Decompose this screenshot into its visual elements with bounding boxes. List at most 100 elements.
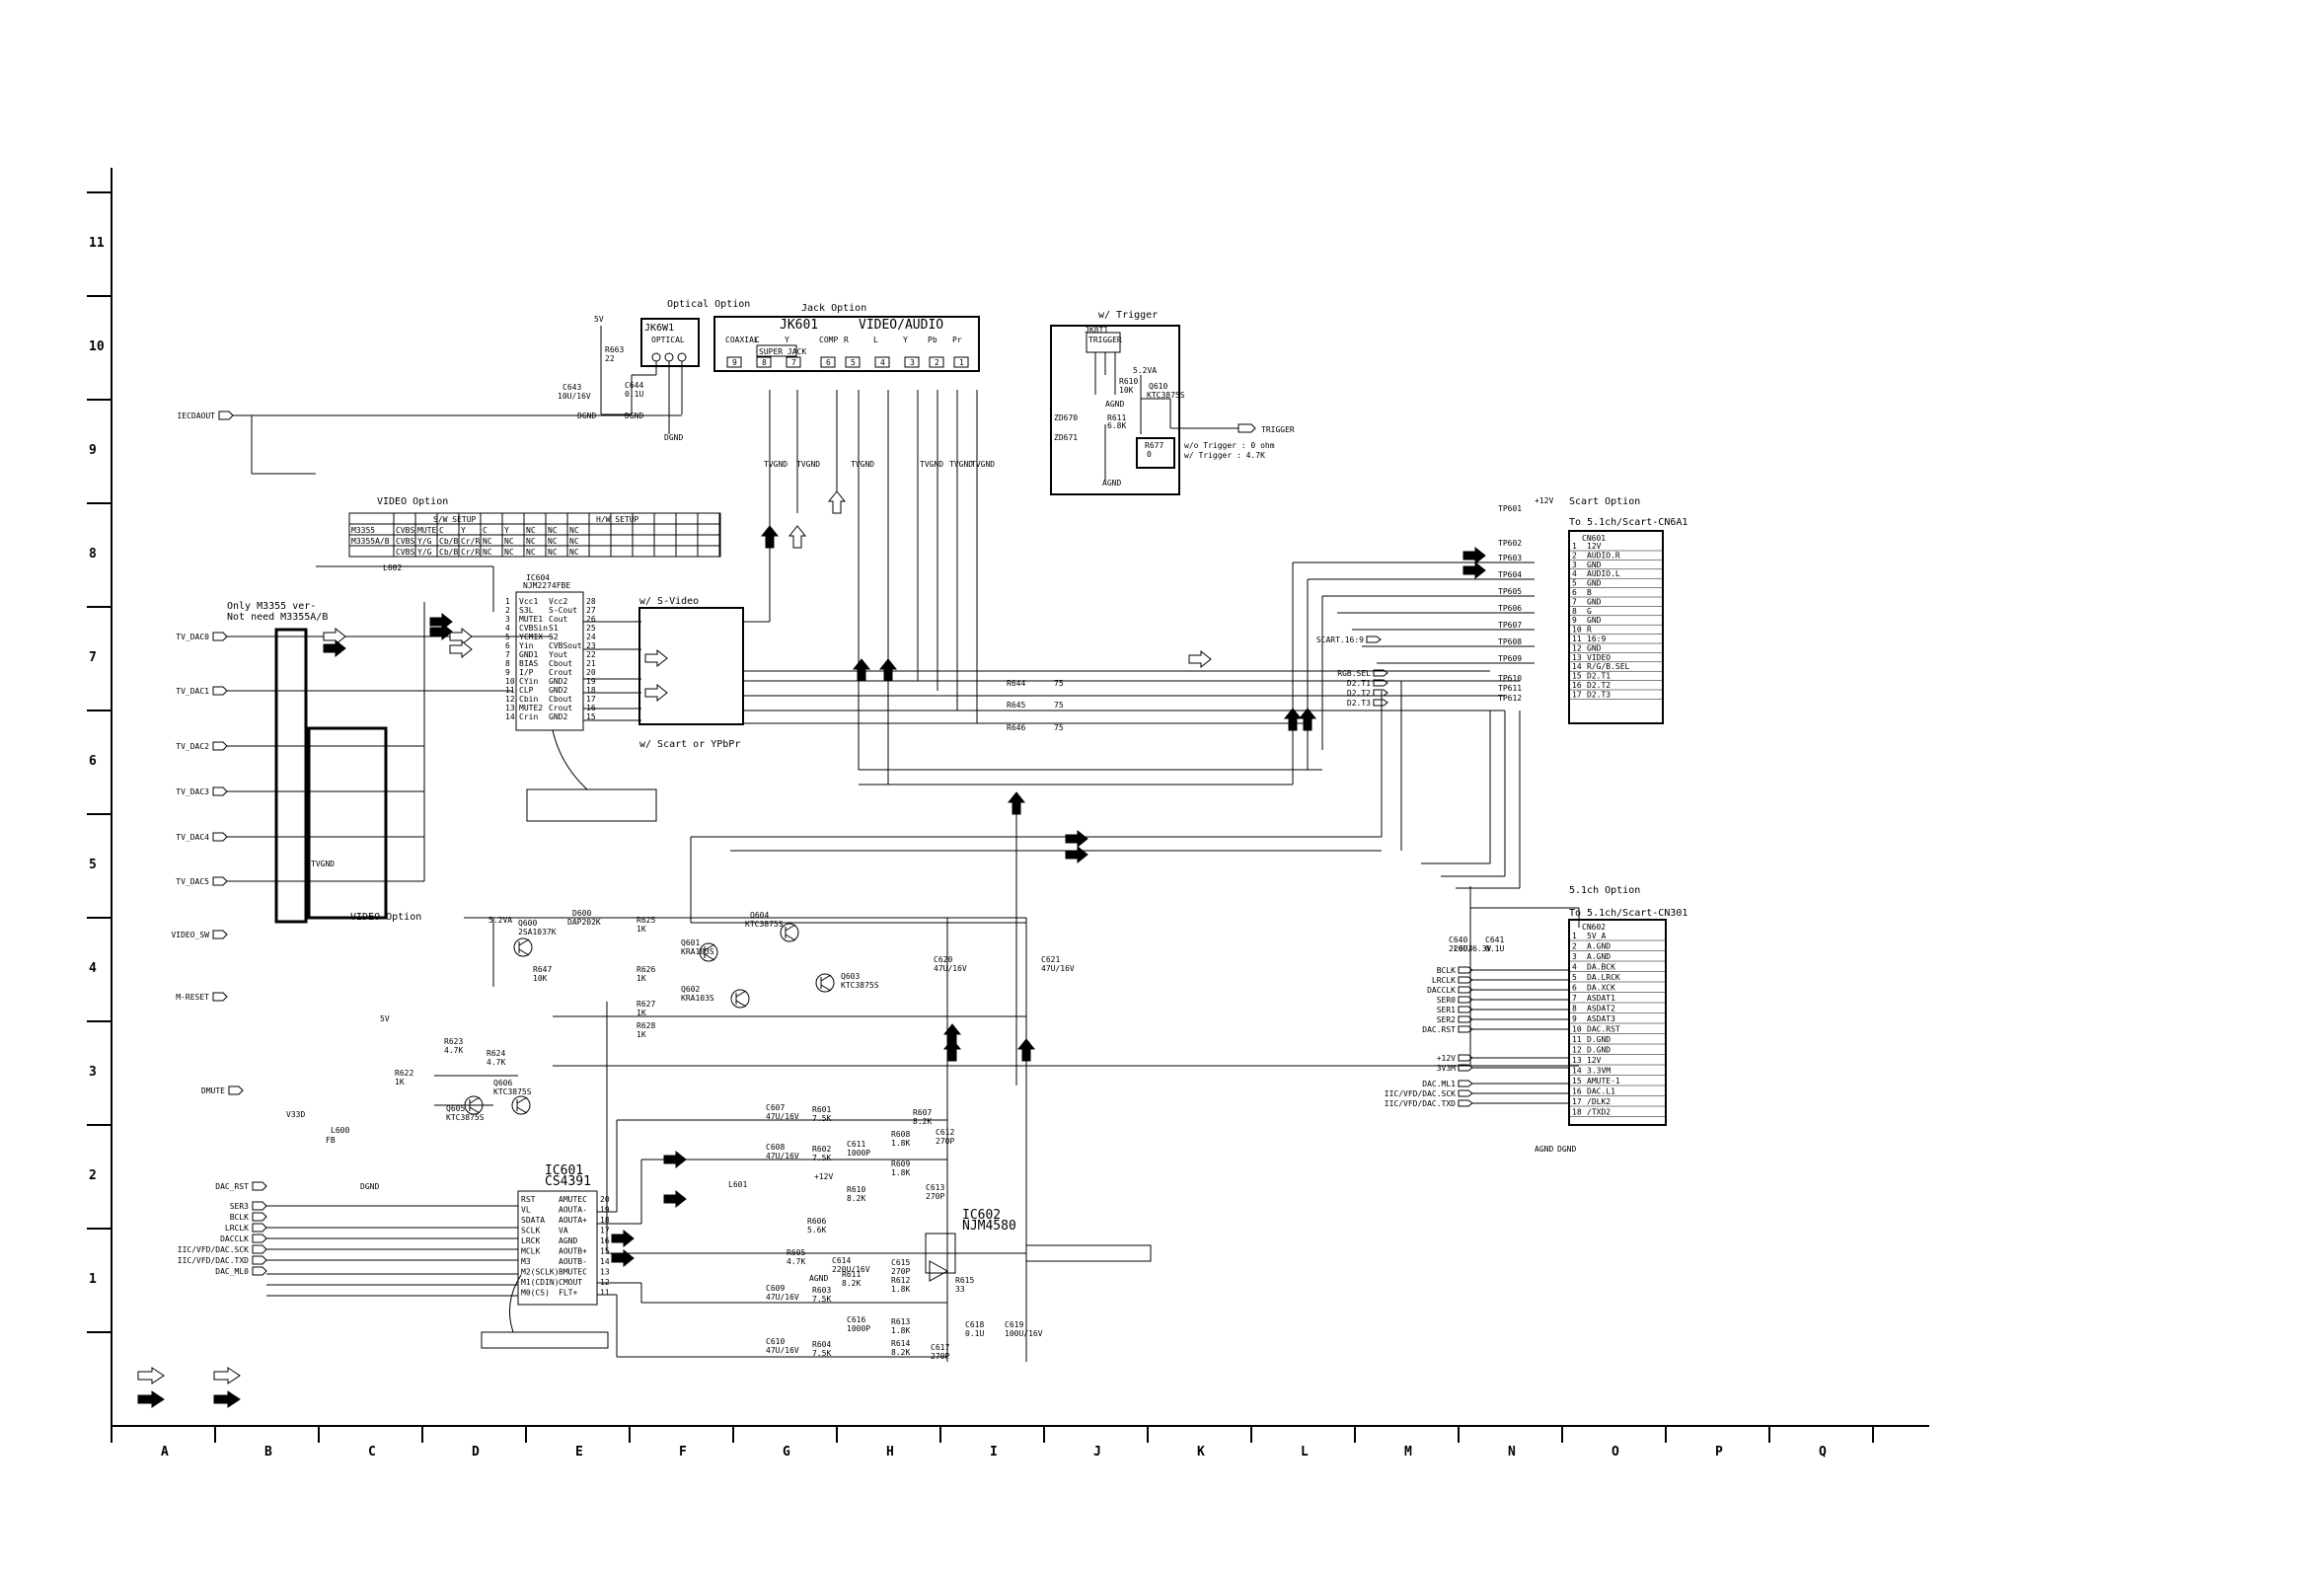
ic604-right-pin-number: 24 xyxy=(586,633,596,641)
dgnd-2: DGND xyxy=(625,412,643,420)
resistor-label: 1K xyxy=(637,925,646,934)
video-option-title: VIDEO Option xyxy=(377,496,448,507)
transistor-collector xyxy=(704,943,715,951)
jack-pin-number: 1 xyxy=(959,358,964,367)
scart-pin-label: 16:9 xyxy=(1587,635,1606,643)
ch51-input-label: 3V3M xyxy=(1437,1064,1456,1073)
transistor-label: Q605 xyxy=(446,1104,465,1113)
svg-text:10K: 10K xyxy=(1119,386,1134,395)
port-label: TV_DAC2 xyxy=(176,742,209,751)
svg-text:R677: R677 xyxy=(1145,441,1163,450)
ic604-left-pin-number: 3 xyxy=(505,615,510,624)
ic604-right-pin: Cout xyxy=(549,615,567,624)
scart-connector: Scart Option To 5.1ch/Scart-CN6A1 +12V C… xyxy=(1316,496,1687,724)
port-label: IIC/VFD/DAC.TXD xyxy=(178,1256,249,1265)
ic601-right-pin-number: 18 xyxy=(600,1216,610,1225)
jack-pin-label: Y xyxy=(785,336,789,344)
supply-label: AGND xyxy=(809,1274,828,1283)
col-label: I xyxy=(990,1445,998,1460)
ic604-left-pin-number: 8 xyxy=(505,659,510,668)
signal-arrow xyxy=(1065,845,1088,864)
ic604-right-pin-number: 22 xyxy=(586,650,596,659)
signal-arrow xyxy=(760,525,780,549)
video-table-cell: Y/G xyxy=(417,537,432,546)
transistor-label: Q603 xyxy=(841,972,860,981)
ic601-right-pin-number: 11 xyxy=(600,1289,610,1298)
signal-arrow xyxy=(1188,649,1212,669)
ic604-right-pin-number: 25 xyxy=(586,624,596,633)
supply-label: L600 xyxy=(331,1126,349,1135)
port-label: DAC_ML0 xyxy=(215,1267,249,1276)
ic604-left-pin: Vcc1 xyxy=(519,597,538,606)
jack-option-block: Jack Option JK601 VIDEO/AUDIO SUPER JACK… xyxy=(713,303,995,469)
resistor-label: 8.2K xyxy=(847,1194,865,1203)
note-s-video: w/ S-Video xyxy=(639,596,699,607)
video-option-box xyxy=(307,726,388,920)
scart-pin-number: 6 xyxy=(1572,588,1577,597)
video-table-cell: NC xyxy=(526,526,536,535)
c644: C644 xyxy=(625,381,643,390)
trigger-title: w/ Trigger xyxy=(1098,310,1158,321)
scart-testpoint: TP606 xyxy=(1498,604,1522,613)
ic602-ref: IC602 xyxy=(962,1208,1001,1223)
trigger-block: w/ Trigger JK8T1 TRIGGER 5.2VA R610 10K … xyxy=(1050,310,1295,495)
scart-pin-number: 17 xyxy=(1572,690,1582,699)
ic604-left-pin-number: 12 xyxy=(505,695,515,704)
scart-pin-label: R/G/B.SEL xyxy=(1587,662,1630,671)
capacitor-label: C613 xyxy=(926,1183,944,1192)
port-label: TV_DAC0 xyxy=(176,633,209,641)
ch51-pin-number: 8 xyxy=(1572,1005,1577,1013)
supply-label: L602 xyxy=(383,563,402,572)
svg-text:5V: 5V xyxy=(594,315,604,324)
scart-pin-number: 14 xyxy=(1572,662,1582,671)
ic601-right-pin-number: 17 xyxy=(600,1227,610,1235)
ic604-right-pin: S2 xyxy=(549,633,559,641)
ch51-pin-number: 4 xyxy=(1572,963,1577,972)
port-label: VIDEO_SW xyxy=(171,931,209,939)
ch51-input-port xyxy=(1458,976,1473,984)
ch51-input-port xyxy=(1458,1054,1473,1062)
resistor-label: 75 xyxy=(1054,701,1064,710)
capacitor-label: 47U/16V xyxy=(934,964,967,973)
ch51-pin-label: DA.LRCK xyxy=(1587,973,1620,982)
col-label: K xyxy=(1197,1445,1205,1460)
port-symbol xyxy=(252,1234,267,1243)
ic601-left-pin: M1(CDIN) xyxy=(521,1278,560,1287)
jack-subtitle: VIDEO/AUDIO xyxy=(859,318,943,333)
ic601-block: IC601 CS4391 RSTVLSDATASCLKLRCKMCLKM3M2(… xyxy=(517,1163,610,1306)
resistor-label: R614 xyxy=(891,1339,910,1348)
ch51-pin-number: 11 xyxy=(1572,1035,1582,1044)
scart-pin-number: 10 xyxy=(1572,626,1582,635)
signal-arrow xyxy=(429,612,453,632)
ic604-left-pin-number: 1 xyxy=(505,597,510,606)
ic602-part: NJM4580 xyxy=(962,1219,1016,1234)
transistor-emitter xyxy=(516,1106,528,1114)
capacitor-label: C611 xyxy=(847,1140,865,1149)
ic604-part: NJM2274FBE xyxy=(523,581,570,590)
capacitor-label: 270P xyxy=(936,1137,954,1146)
ic604-right-pin-number: 27 xyxy=(586,606,596,615)
video-table-cell: NC xyxy=(526,537,536,546)
ch51-pin-label: DA.BCK xyxy=(1587,963,1615,972)
col-label: H xyxy=(886,1445,894,1460)
signal-arrow xyxy=(449,639,473,659)
scart-pin-number: 13 xyxy=(1572,653,1582,662)
signal-arrow xyxy=(878,658,898,682)
signal-arrow xyxy=(1065,829,1088,849)
scart-pin-label: VIDEO xyxy=(1587,653,1611,662)
signal-arrow xyxy=(663,1150,687,1169)
scart-testpoint: TP605 xyxy=(1498,587,1522,596)
jack-pin-label: Pr xyxy=(952,336,962,344)
resistor-label: 7.5K xyxy=(812,1114,831,1123)
resistor-label: R608 xyxy=(891,1130,910,1139)
video-table-cell: NC xyxy=(504,548,514,557)
s-video-box xyxy=(638,607,744,725)
scart-pin-label: D2.T2 xyxy=(1587,681,1611,690)
signal-arrow xyxy=(1462,546,1486,565)
signal-arrow xyxy=(827,490,847,514)
resistor-label: R612 xyxy=(891,1276,910,1285)
scart-pin-number: 15 xyxy=(1572,672,1582,681)
transistor-body xyxy=(511,1095,531,1115)
capacitor-label: 1000P xyxy=(847,1324,870,1333)
